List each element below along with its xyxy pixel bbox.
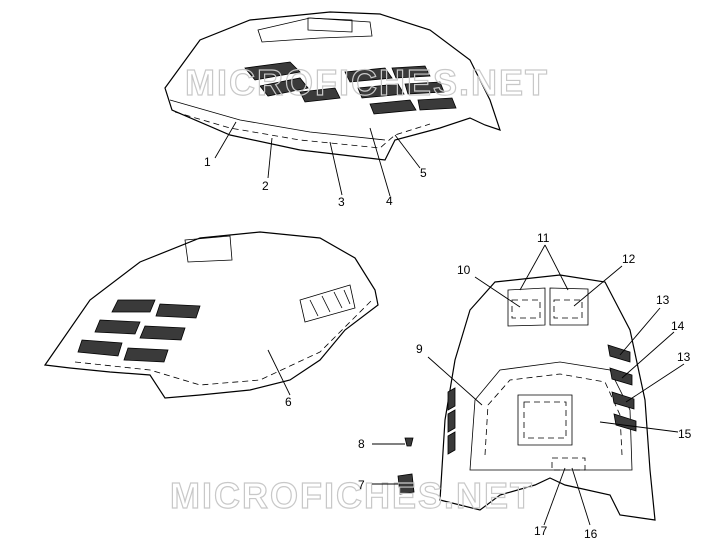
callout-13-lower: 13 <box>677 350 691 364</box>
callout-7: 7 <box>358 478 365 492</box>
callout-11: 11 <box>537 231 550 245</box>
hood-rear-view <box>397 274 656 521</box>
hood-rear-vents-left <box>447 387 456 455</box>
callout-1: 1 <box>204 155 211 169</box>
callout-3: 3 <box>338 195 345 209</box>
callout-9: 9 <box>416 342 423 356</box>
hood-top-vents <box>244 61 457 115</box>
callout-labels: 1 2 3 4 5 6 7 8 9 10 11 12 13 14 13 15 1… <box>204 155 692 541</box>
watermark-top: MICROFICHES.NET <box>185 62 549 103</box>
grommet-part-7 <box>397 473 415 495</box>
leader-lines <box>214 121 685 526</box>
callout-15: 15 <box>678 427 692 441</box>
callout-2: 2 <box>262 179 269 193</box>
screw-part-8 <box>404 437 414 447</box>
callout-13-upper: 13 <box>656 293 670 307</box>
callout-12: 12 <box>622 252 636 266</box>
callout-14: 14 <box>671 319 685 333</box>
callout-5: 5 <box>420 166 427 180</box>
callout-10: 10 <box>457 263 471 277</box>
hood-left-view <box>43 231 379 399</box>
callout-6: 6 <box>285 395 292 409</box>
watermark-bottom: MICROFICHES.NET <box>170 475 534 516</box>
hood-left-vents <box>77 299 201 363</box>
callout-16: 16 <box>584 527 598 541</box>
hood-top-view <box>164 11 501 161</box>
callout-8: 8 <box>358 437 365 451</box>
callout-17: 17 <box>534 524 548 538</box>
hood-rear-vents-right <box>607 344 637 432</box>
callout-4: 4 <box>386 194 393 208</box>
